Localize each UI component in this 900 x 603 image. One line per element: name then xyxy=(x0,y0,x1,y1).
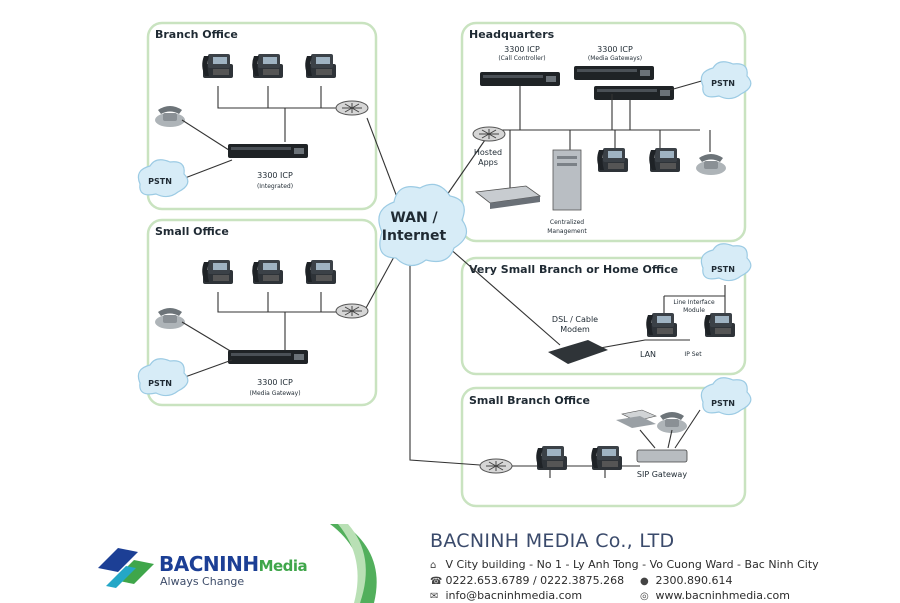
pstn-label: PSTN xyxy=(148,177,172,186)
globe-icon: ◎ xyxy=(640,591,649,602)
brand-main: BACNINH xyxy=(159,552,259,576)
ip-phone-icon xyxy=(704,313,735,337)
management-label: Centralized xyxy=(550,219,584,226)
icp-media-gateway-icon xyxy=(228,350,308,364)
hq-icp-media-gateways-label: 3300 ICP xyxy=(597,45,633,54)
analog-phone-icon xyxy=(155,308,185,329)
ip-phone-icon xyxy=(591,446,622,470)
home-icon: ⌂ xyxy=(430,560,437,571)
pstn-cloud-small-branch xyxy=(700,377,752,416)
green-swoosh-decoration xyxy=(330,524,377,603)
network-diagram: Branch Office Small Office Headquarters … xyxy=(137,21,752,508)
very-small-branch-title: Very Small Branch or Home Office xyxy=(469,263,678,276)
branch-office-title: Branch Office xyxy=(155,28,238,41)
pstn-cloud-small-office xyxy=(137,358,189,397)
phone-text: 0222.653.6789 / 0222.3875.268 xyxy=(445,574,625,587)
wan-internet-cloud xyxy=(378,183,468,267)
website-row[interactable]: ◎ www.bacninhmedia.com xyxy=(640,589,790,602)
icp-media-gateway-sublabel: (Media Gateway) xyxy=(249,390,300,397)
hosted-apps-label: Hosted xyxy=(474,148,502,157)
analog-phone-icon xyxy=(155,106,185,127)
ip-phone-icon xyxy=(305,260,336,284)
router-icon xyxy=(479,458,513,474)
mail-icon: ✉ xyxy=(430,591,439,602)
mobile-icon: ● xyxy=(640,576,649,587)
line-interface-sublabel: Module xyxy=(683,307,705,314)
management-sublabel: Management xyxy=(547,228,587,235)
icp-integrated-icon xyxy=(228,144,308,158)
icp-integrated-label: 3300 ICP xyxy=(257,171,293,180)
router-icon xyxy=(335,303,369,319)
very-small-branch-box xyxy=(460,256,747,376)
mobile-text: 2300.890.614 xyxy=(655,574,733,587)
icp-call-controller-icon xyxy=(480,72,560,86)
hq-icp-call-controller-label: 3300 ICP xyxy=(504,45,540,54)
ip-set-label: IP Set xyxy=(684,351,702,358)
website-link[interactable]: www.bacninhmedia.com xyxy=(655,589,790,602)
ip-phone-icon xyxy=(646,313,677,337)
router-icon xyxy=(472,126,506,142)
pstn-cloud-very-small xyxy=(700,243,752,282)
modem-icon xyxy=(548,340,608,364)
pstn-label: PSTN xyxy=(711,265,735,274)
small-office-title: Small Office xyxy=(155,225,229,238)
analog-phone-icon xyxy=(657,412,687,433)
email-row[interactable]: ✉ info@bacninhmedia.com xyxy=(430,589,582,602)
ip-phone-icon xyxy=(305,54,336,78)
pstn-cloud-branch xyxy=(137,159,189,198)
brand-name: BACNINHMedia xyxy=(159,552,308,576)
server-base xyxy=(490,196,540,209)
wan-label-line2: Internet xyxy=(382,228,447,244)
sip-gateway-label: SIP Gateway xyxy=(637,470,687,479)
modem-sublabel: Modem xyxy=(560,325,590,334)
analog-phone-icon xyxy=(696,154,726,175)
hosted-apps-sublabel: Apps xyxy=(478,158,498,167)
bacninh-logo-icon xyxy=(98,548,154,588)
server-slot xyxy=(557,163,577,166)
modem-label: DSL / Cable xyxy=(552,315,598,324)
icp-media-gateway-icon xyxy=(574,66,654,80)
company-name: BACNINH MEDIA Co., LTD xyxy=(430,530,675,552)
ip-phone-icon xyxy=(536,446,567,470)
brand-tagline: Always Change xyxy=(160,575,245,588)
wan-label-line1: WAN / xyxy=(390,210,438,226)
small-branch-office-title: Small Branch Office xyxy=(469,394,590,407)
line-interface-label: Line Interface xyxy=(673,299,715,306)
address-row: ⌂ V City building - No 1 - Ly Anh Tong -… xyxy=(430,558,819,571)
server-slot xyxy=(557,156,577,159)
icp-media-gateway-label: 3300 ICP xyxy=(257,378,293,387)
fax-base xyxy=(616,416,656,428)
address-text: V City building - No 1 - Ly Anh Tong - V… xyxy=(445,558,819,571)
pstn-label: PSTN xyxy=(711,399,735,408)
lan-label: LAN xyxy=(640,350,656,359)
hq-icp-media-gateways-sublabel: (Media Gateways) xyxy=(588,55,642,62)
hq-icp-call-controller-sublabel: (Call Controller) xyxy=(498,55,545,62)
pstn-label: PSTN xyxy=(711,79,735,88)
ip-phone-icon xyxy=(252,54,283,78)
ip-phone-icon xyxy=(202,54,233,78)
management-server-icon xyxy=(552,149,582,211)
footer: BACNINHMedia Always Change BACNINH MEDIA… xyxy=(0,520,900,603)
headquarters-title: Headquarters xyxy=(469,28,555,41)
router-icon xyxy=(335,100,369,116)
brand-media: Media xyxy=(258,557,308,575)
ip-phone-icon xyxy=(252,260,283,284)
icp-media-gateway-icon xyxy=(594,86,674,100)
email-link[interactable]: info@bacninhmedia.com xyxy=(445,589,583,602)
phone-icon: ☎ xyxy=(430,576,443,587)
pstn-label: PSTN xyxy=(148,379,172,388)
pstn-cloud-hq xyxy=(700,61,752,100)
sip-gateway-icon xyxy=(636,449,688,463)
mobile-row: ● 2300.890.614 xyxy=(640,574,732,587)
ip-phone-icon xyxy=(597,148,628,172)
phone-row: ☎ 0222.653.6789 / 0222.3875.268 xyxy=(430,574,624,587)
icp-integrated-sublabel: (Integrated) xyxy=(257,183,293,190)
ip-phone-icon xyxy=(202,260,233,284)
ip-phone-icon xyxy=(649,148,680,172)
